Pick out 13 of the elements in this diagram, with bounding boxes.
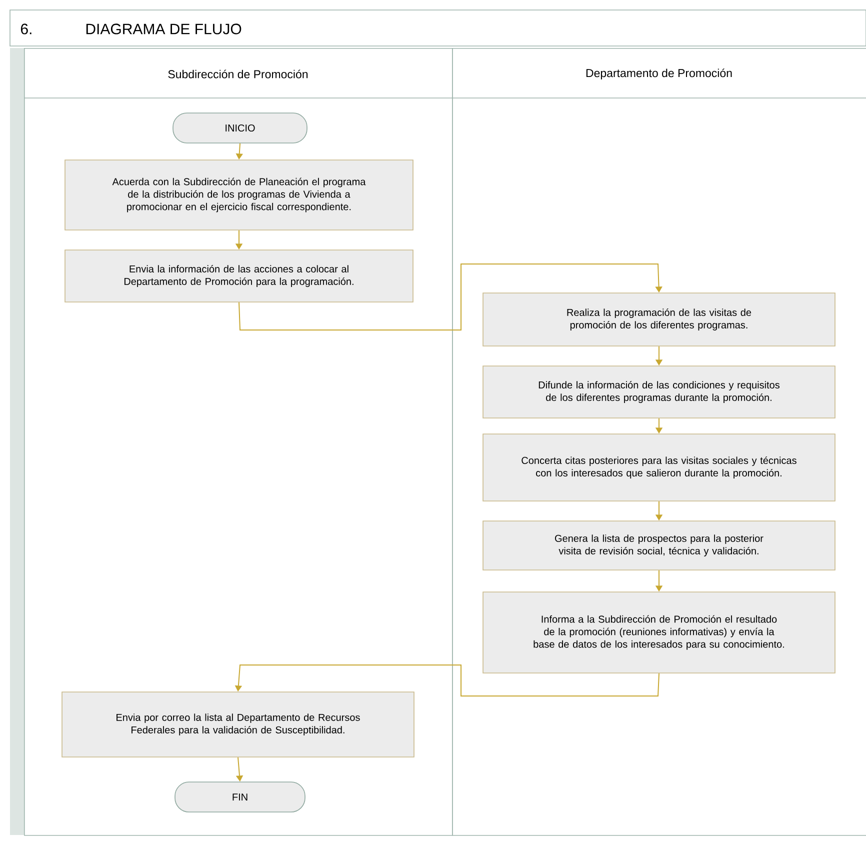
terminal-box: INICIO bbox=[172, 112, 308, 144]
process-box: Acuerda con la Subdirección de Planeación el programa de la distribución de los programas de Vivienda a promocionar en el ejercicio fiscal correspondiente. bbox=[64, 160, 414, 230]
process-box: Envia por correo la lista al Departamento de Recursos Federales para la validación de Susceptibilidad. bbox=[62, 692, 414, 758]
process-box: Difunde la información de las condiciones y requisitos de los diferentes programas durante la promoción. bbox=[482, 366, 836, 418]
title: DIAGRAMA DE FLUJO bbox=[86, 24, 242, 34]
section-number: 6. bbox=[20, 24, 32, 34]
process-box: Informa a la Subdirección de Promoción el resultado de la promoción (reuniones informativas) y envía la base de datos de los interesados para su conocimiento. bbox=[482, 592, 836, 674]
terminal-box: FIN bbox=[174, 782, 306, 812]
process-box: Genera la lista de prospectos para la posterior visita de revisión social, técnica y validación. bbox=[482, 520, 836, 570]
arrow bbox=[238, 264, 662, 330]
process-box: Concerta citas posteriores para las visitas sociales y técnicas con los interesados que salieron durante la promoción. bbox=[482, 434, 836, 502]
process-box: Envia la información de las acciones a colocar al Departamento de Promoción para la programación. bbox=[64, 250, 414, 302]
process-box: Realiza la programación de las visitas de promoción de los diferentes programas. bbox=[482, 292, 836, 346]
